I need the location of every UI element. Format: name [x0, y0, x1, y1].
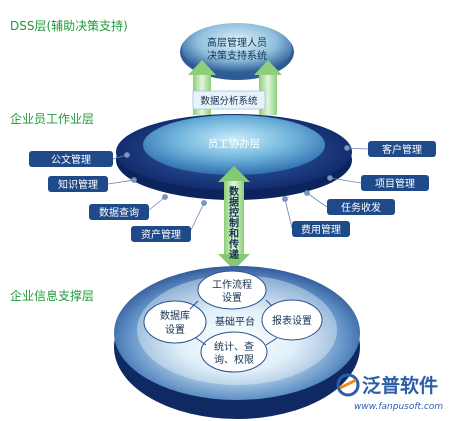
dss-disc: 高层管理人员 决策支持系统	[180, 23, 294, 80]
workflow-line1: 工作流程	[212, 278, 252, 291]
info-layer-label: 企业信息支撑层	[10, 288, 94, 303]
node-customer-mgmt-label: 客户管理	[382, 143, 422, 156]
analysis-box: 数据分析系统	[192, 90, 266, 110]
work-layer-label: 企业员工作业层	[10, 111, 94, 126]
right-leaders	[282, 145, 369, 229]
node-project-mgmt: 项目管理	[361, 175, 429, 191]
transport-char: 控	[229, 206, 239, 219]
transport-arrow	[218, 166, 250, 270]
dss-layer-label: DSS层(辅助决策支持)	[10, 18, 128, 33]
database-line2: 设置	[165, 324, 185, 336]
node-doc-mgmt: 公文管理	[29, 151, 113, 167]
transport-char: 制	[229, 217, 239, 230]
node-knowledge-mgmt-label: 知识管理	[58, 178, 98, 191]
logo-url: www.fanpusoft.com	[354, 402, 443, 412]
transport-char: 数	[229, 185, 240, 198]
transport-char: 传	[228, 238, 239, 251]
node-asset-mgmt-label: 资产管理	[141, 228, 181, 241]
node-knowledge-mgmt: 知识管理	[48, 176, 108, 192]
node-expense-mgmt-label: 费用管理	[301, 223, 341, 236]
node-asset-mgmt: 资产管理	[131, 226, 191, 242]
collab-disc: 员工协办层	[116, 114, 352, 200]
left-leaders	[107, 152, 207, 231]
stats-node: 统计、查 询、权限	[200, 331, 268, 373]
brand-logo: 泛普软件 www.fanpusoft.com	[336, 373, 443, 412]
transport-char: 据	[229, 196, 239, 209]
node-project-mgmt-label: 项目管理	[375, 177, 415, 190]
logo-swoosh-icon	[339, 378, 357, 390]
workflow-line2: 设置	[222, 292, 242, 304]
node-customer-mgmt: 客户管理	[368, 141, 436, 157]
transport-char: 和	[228, 227, 239, 240]
dss-title-line1: 高层管理人员	[207, 36, 267, 49]
node-data-query: 数据查询	[89, 204, 149, 220]
report-label: 报表设置	[272, 314, 312, 327]
node-task-send-label: 任务收发	[341, 201, 381, 214]
node-task-send: 任务收发	[327, 199, 395, 215]
database-line1: 数据库	[160, 309, 190, 322]
node-doc-mgmt-label: 公文管理	[51, 153, 91, 166]
cycle-arrows	[189, 299, 278, 346]
collab-label: 员工协办层	[208, 137, 261, 150]
dss-title-line2: 决策支持系统	[207, 49, 267, 62]
workflow-node: 工作流程 设置	[197, 270, 267, 310]
report-node: 报表设置	[261, 299, 323, 341]
analysis-label: 数据分析系统	[200, 95, 258, 107]
logo-mark-icon	[336, 373, 360, 397]
base-platform-label: 基础平台	[215, 315, 255, 328]
stats-line1: 统计、查	[214, 340, 254, 353]
transport-char: 递	[229, 248, 239, 261]
node-data-query-label: 数据查询	[99, 206, 139, 219]
stats-line2: 询、权限	[214, 353, 254, 366]
logo-text: 泛普软件	[362, 374, 438, 397]
database-node: 数据库 设置	[143, 300, 207, 344]
node-expense-mgmt: 费用管理	[292, 221, 350, 237]
